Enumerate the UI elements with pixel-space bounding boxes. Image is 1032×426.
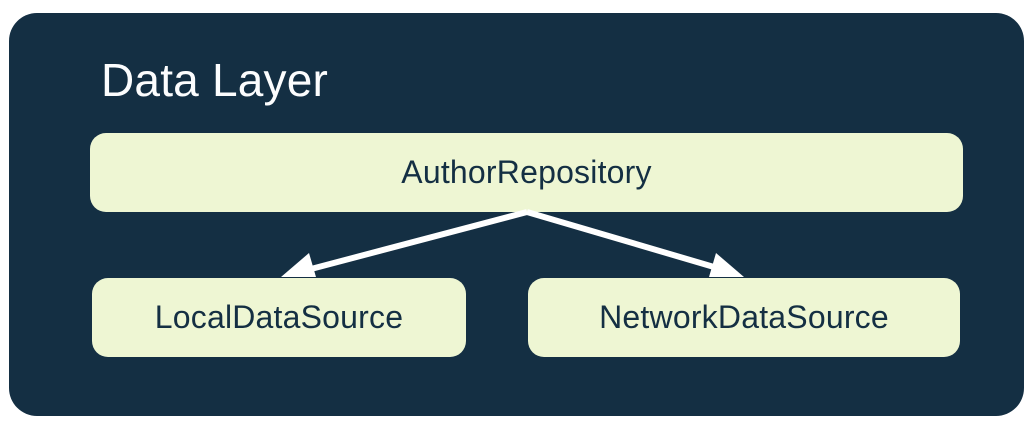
node-local-data-source: LocalDataSource [92,278,466,357]
diagram-title: Data Layer [101,54,329,106]
node-network-data-source-label: NetworkDataSource [599,299,889,335]
node-local-data-source-label: LocalDataSource [154,299,404,335]
node-network-data-source: NetworkDataSource [528,278,960,357]
node-author-repository: AuthorRepository [90,133,963,212]
node-author-repository-label: AuthorRepository [401,154,652,190]
